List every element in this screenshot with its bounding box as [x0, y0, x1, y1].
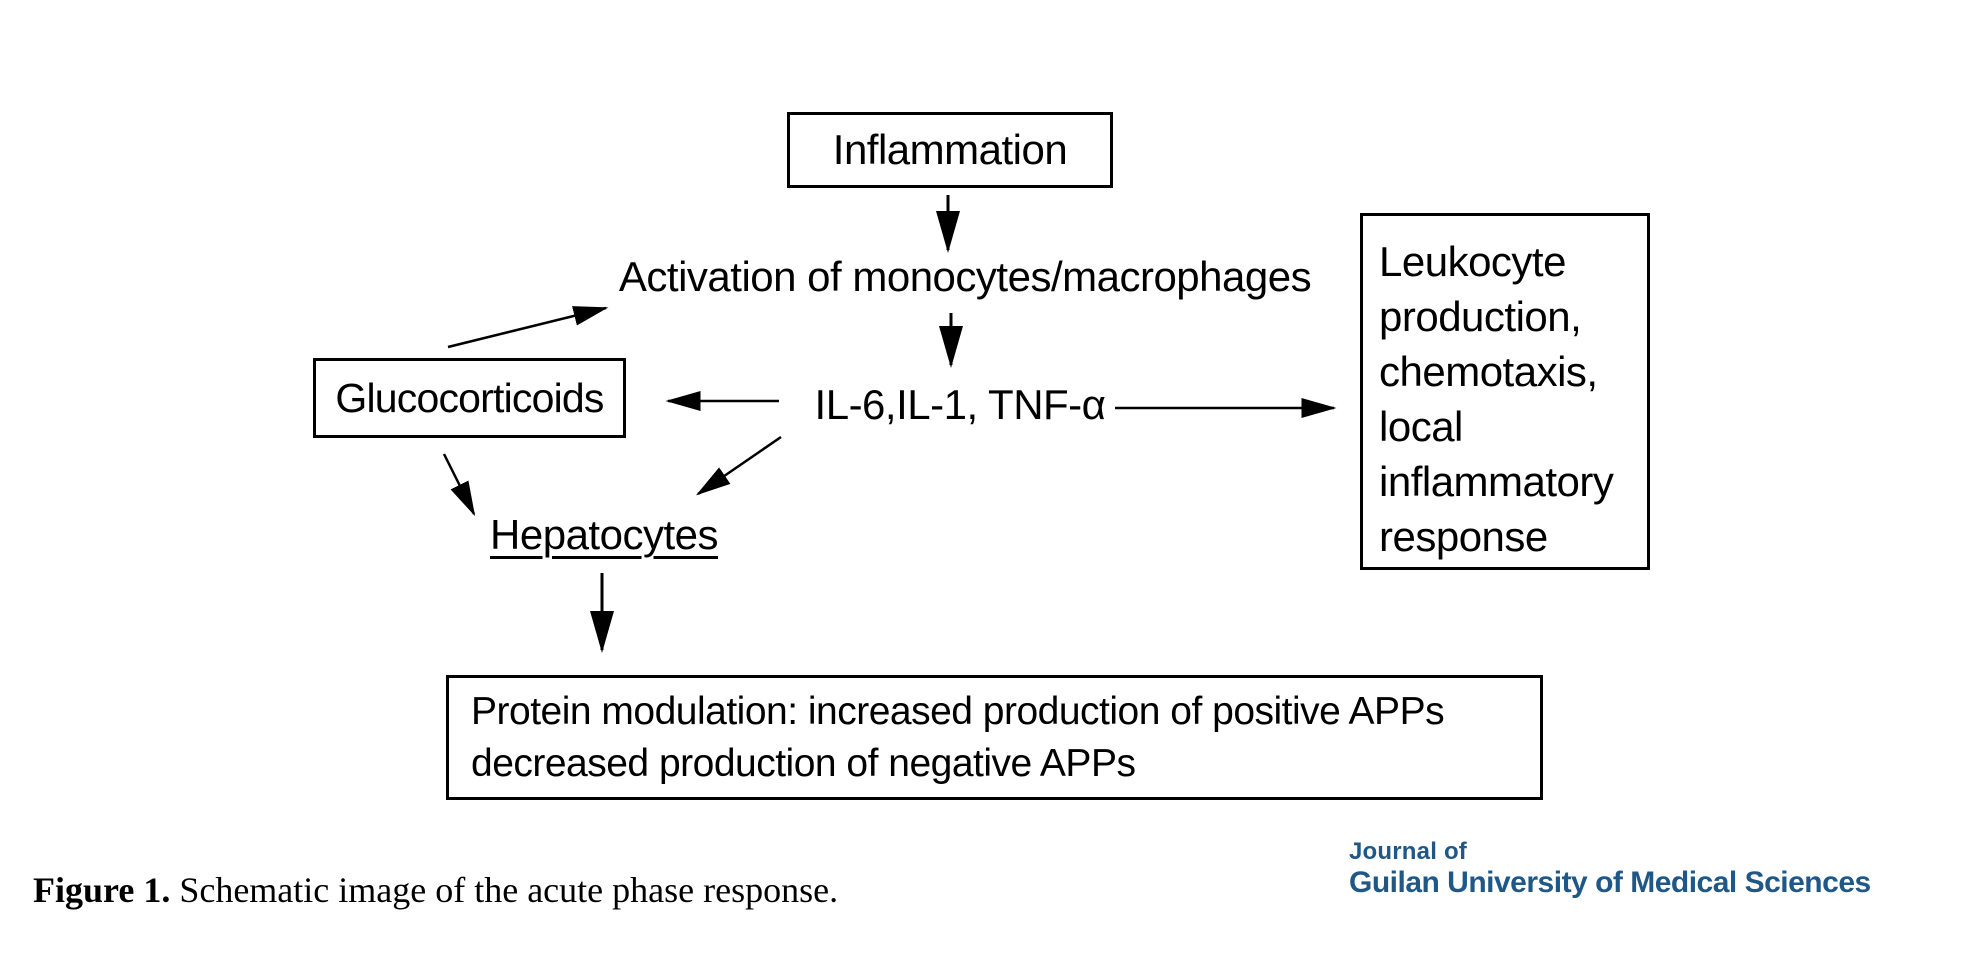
- journal-logo-line2: Guilan University of Medical Sciences: [1349, 866, 1871, 899]
- activation-label: Activation of monocytes/macrophages: [618, 253, 1312, 300]
- leukocyte-line: Leukocyte: [1379, 238, 1566, 285]
- glucocorticoids-box: Glucocorticoids: [313, 358, 626, 438]
- leukocyte-line: response: [1379, 513, 1548, 560]
- arrow-glucocorticoids-to-hepatocytes: [442, 453, 476, 517]
- leukocyte-line: production,: [1379, 293, 1582, 340]
- figure-number: Figure 1.: [33, 870, 171, 910]
- figure-caption: Figure 1. Schematic image of the acute p…: [33, 869, 838, 911]
- glucocorticoids-label: Glucocorticoids: [335, 374, 604, 421]
- protein-modulation-box: Protein modulation: increased production…: [446, 675, 1543, 800]
- arrow-cytokines-to-hepatocytes: [695, 435, 782, 496]
- journal-logo: Journal of Guilan University of Medical …: [1349, 840, 1871, 898]
- protein-line: decreased production of negative APPs: [471, 741, 1136, 785]
- leukocyte-line: inflammatory: [1379, 458, 1614, 505]
- leukocyte-line: local: [1379, 403, 1463, 450]
- arrow-glucocorticoids-to-activation: [447, 306, 609, 349]
- cytokines-label: IL-6,IL-1, TNF-α: [814, 381, 1106, 428]
- inflammation-label: Inflammation: [832, 126, 1068, 173]
- journal-logo-line1: Journal of: [1349, 838, 1468, 865]
- inflammation-box: Inflammation: [787, 112, 1113, 188]
- protein-line: Protein modulation: increased production…: [471, 689, 1445, 733]
- leukocyte-box: Leukocyte production, chemotaxis, local …: [1360, 213, 1650, 570]
- leukocyte-line: chemotaxis,: [1379, 348, 1598, 395]
- hepatocytes-label: Hepatocytes: [490, 511, 718, 558]
- figure-caption-text: Schematic image of the acute phase respo…: [170, 870, 839, 910]
